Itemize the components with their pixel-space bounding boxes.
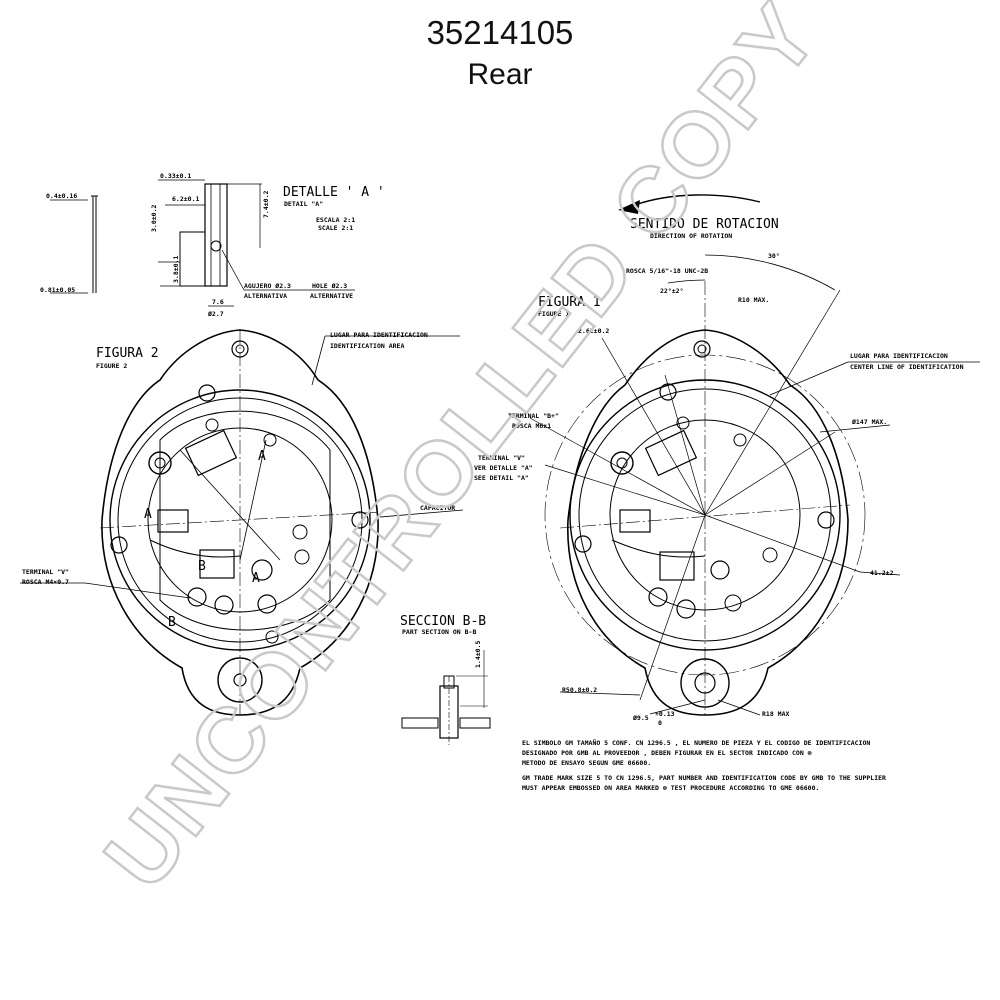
fig1-id-area-es: LUGAR PARA IDENTIFICACION — [850, 352, 948, 360]
note-line-1: EL SIMBOLO GM TAMAÑO 5 CONF. CN 1296.5 ,… — [522, 738, 870, 747]
fig1-center-line: CENTER LINE OF IDENTIFICATION — [850, 363, 964, 371]
note-line-2: DESIGNADO POR GMB AL PROVEEDOR , DEBEN F… — [522, 749, 812, 757]
fig1-see-detail: SEE DETAIL "A" — [474, 474, 529, 482]
figure-2-title: FIGURA 2 — [96, 346, 159, 361]
fig1-angle-30: 30° — [768, 252, 780, 260]
alt-es: ALTERNATIVA — [244, 292, 287, 300]
rotation-en: DIRECTION OF ROTATION — [650, 232, 732, 240]
section-letter-b2: B — [168, 615, 176, 630]
fig1-ver-detalle: VER DETALLE "A" — [474, 464, 533, 472]
fig1-tol-zero: 0 — [658, 719, 662, 727]
section-letter-a2: A — [144, 507, 152, 522]
capacitor-label: CAPACITOR — [420, 504, 455, 512]
dim-76: 7.6 — [212, 298, 224, 306]
fig2-terminal-v: TERMINAL "V" — [22, 568, 69, 576]
dim-width: 6.2±0.1 — [172, 195, 199, 203]
dim-top: 0.33±0.1 — [160, 172, 191, 180]
figure-2-subtitle: FIGURE 2 — [96, 362, 127, 370]
fig1-diam-147: Ø147 MAX. — [851, 418, 887, 426]
figure-1-group: SENTIDO DE ROTACION DIRECTION OF ROTATIO… — [474, 194, 980, 727]
detail-a-group: 0.4±0.16 0.81±0.05 0.33±0.1 6.2±0.1 7.4±… — [40, 172, 385, 318]
figure-2-group: FIGURA 2 FIGURE 2 LUGAR PARA IDENTIFICAC… — [20, 329, 464, 716]
dim-lower: 3.8±0.1 — [172, 256, 180, 283]
dim-pin-width: 0.81±0.05 — [40, 286, 75, 294]
section-letter-a1: A — [258, 449, 266, 464]
section-bb-dim: 1.4±0.5 — [474, 641, 482, 668]
figure-1-subtitle: FIGURE 1 — [538, 310, 569, 318]
scale-es: ESCALA 2:1 — [316, 216, 355, 224]
fig1-dim-41: 41.2±2 — [870, 569, 894, 577]
hole-es: AGUJERO Ø2.3 — [244, 282, 291, 290]
fig1-angle-22: 22°±2° — [660, 287, 684, 295]
fig2-id-area-es: LUGAR PARA IDENTIFICACION — [330, 331, 428, 339]
fig1-r18: R18 MAX — [762, 710, 789, 718]
fig1-dim-262: 2.62±0.2 — [578, 327, 609, 335]
fig1-thread: ROSCA 5/16"-18 UNC-2B — [626, 267, 708, 275]
hole-en: HOLE Ø2.3 — [312, 282, 347, 290]
fig1-thread-b: ROSCA M6x1 — [512, 422, 551, 430]
note-line-4: GM TRADE MARK SIZE 5 TO CN 1296.5, PART … — [522, 774, 886, 782]
fig1-tol-plus: +0.13 — [655, 710, 675, 718]
detail-a-title: DETALLE ' A ' — [283, 185, 385, 200]
alt-en: ALTERNATIVE — [310, 292, 353, 300]
view-subtitle: Rear — [467, 58, 533, 91]
part-number-title: 35214105 — [426, 14, 574, 51]
dim-diam-27: Ø2.7 — [207, 310, 224, 318]
dim-pin-thickness: 0.4±0.16 — [46, 192, 77, 200]
section-letter-b1: B — [198, 559, 206, 574]
fig1-terminal-v: TERMINAL "V" — [478, 454, 525, 462]
note-line-3: METODO DE ENSAYO SEGUN GME 06600. — [522, 759, 651, 767]
section-bb-group: SECCION B-B PART SECTION ON B-B 1.4±0.5 — [400, 614, 491, 745]
section-letter-a3: A — [252, 571, 260, 586]
uncontrolled-copy-watermark: UNCONTROLLED COPY — [85, 0, 838, 907]
rotation-es: SENTIDO DE ROTACION — [630, 217, 779, 232]
scale-en: SCALE 2:1 — [318, 224, 353, 232]
fig1-terminal-b: TERMINAL "B+" — [508, 412, 559, 420]
fig2-id-area-en: IDENTIFICATION AREA — [330, 342, 404, 350]
detail-a-subtitle: DETAIL "A" — [284, 200, 323, 208]
fig2-thread-v: ROSCA M4×0.7 — [22, 578, 69, 586]
dim-mid: 3.0±0.2 — [150, 205, 158, 232]
section-bb-subtitle: PART SECTION ON B-B — [402, 628, 476, 636]
fig1-r10: R10 MAX. — [738, 296, 769, 304]
fig1-diam-95: Ø9.5 — [632, 714, 649, 722]
fig1-r50: R50.8±0.2 — [562, 686, 597, 694]
section-bb-title: SECCION B-B — [400, 614, 486, 629]
notes-block: EL SIMBOLO GM TAMAÑO 5 CONF. CN 1296.5 ,… — [522, 738, 886, 792]
figure-1-title: FIGURA 1 — [538, 295, 601, 310]
dim-height: 7.4±0.2 — [262, 191, 270, 218]
note-line-5: MUST APPEAR EMBOSSED ON AREA MARKED ⊗ TE… — [522, 784, 819, 792]
